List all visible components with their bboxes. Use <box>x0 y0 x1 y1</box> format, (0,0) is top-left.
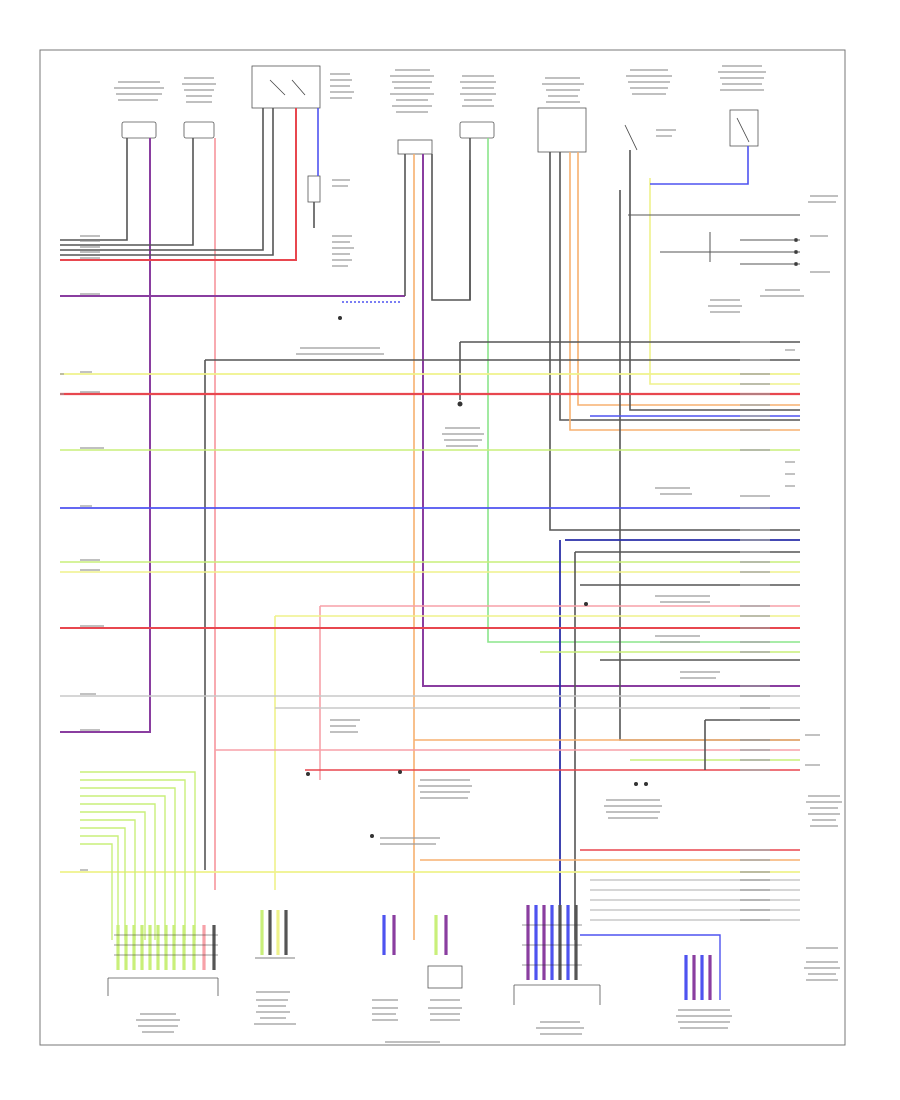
sensor-connector-b <box>255 910 295 959</box>
wire-switch-b <box>60 108 274 256</box>
horizontal-wires <box>60 341 800 940</box>
wire-switch-red <box>60 108 297 261</box>
range-switch-a <box>624 124 638 151</box>
fuse-symbol <box>307 175 321 203</box>
switch-box <box>251 65 321 109</box>
top-components <box>121 65 759 203</box>
connector-c <box>382 915 396 955</box>
connector-f <box>580 934 721 1000</box>
center-connector-a <box>397 139 433 155</box>
diagram-border <box>39 49 846 1046</box>
left-bundle <box>80 771 196 940</box>
wire-orange-lr <box>569 152 800 431</box>
ecu-connector-a <box>107 925 219 996</box>
ecu-connector-e <box>513 905 601 1005</box>
wire-lf-sensor-a <box>60 138 128 241</box>
top-label-blocks <box>114 65 766 267</box>
junction-dots <box>306 316 648 838</box>
upper-right-relay <box>628 214 800 266</box>
bottom-connectors <box>107 905 721 1005</box>
wire-blue-range <box>650 146 749 185</box>
left-front-sensor-connector <box>121 121 157 139</box>
bottom-labels <box>136 487 732 1043</box>
range-switch-b <box>736 117 750 143</box>
right-pin-ticks <box>740 341 842 981</box>
top-vertical-wires <box>60 108 800 940</box>
right-rear-sensor-connector <box>459 121 495 139</box>
wire-rf-sensor-a <box>60 138 194 246</box>
wire-violet-long <box>422 154 800 687</box>
wire-switch-a <box>60 108 264 251</box>
wire-green-rr <box>487 138 800 643</box>
wire-lf-sensor-violet <box>60 138 151 733</box>
connector-d <box>427 915 463 989</box>
left-labels <box>60 235 104 871</box>
right-front-sensor-connector <box>183 121 215 139</box>
left-rear-sensor-box <box>537 107 587 153</box>
upper-right-labels <box>296 195 838 447</box>
